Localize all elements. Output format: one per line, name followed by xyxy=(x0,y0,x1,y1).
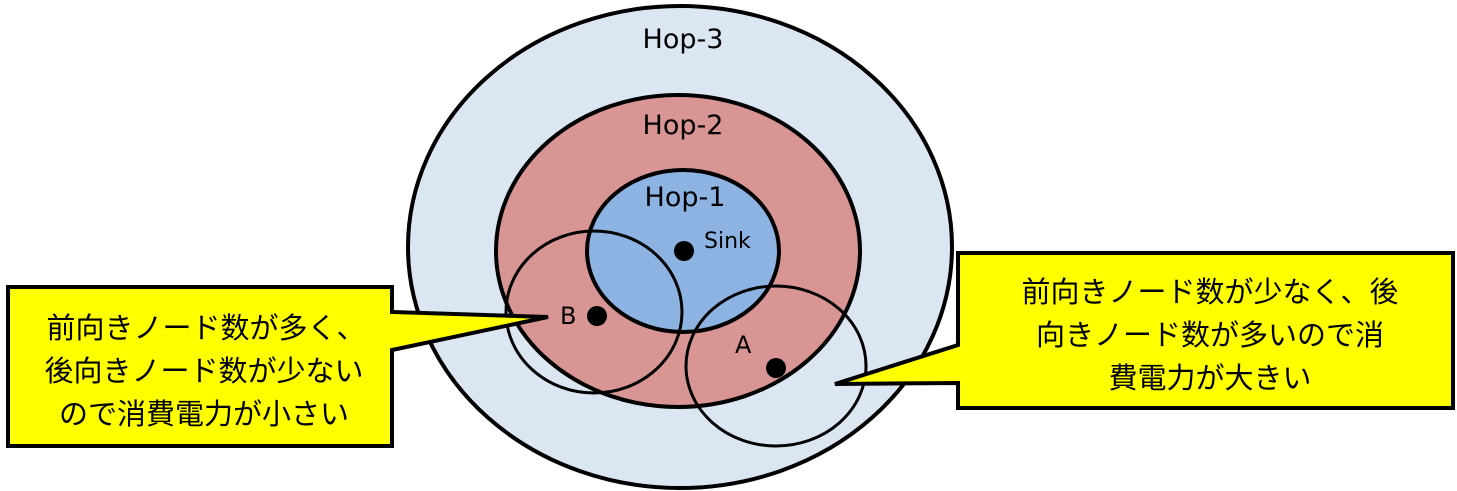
right-callout-line-2: 向きノード数が多いので消 xyxy=(1036,318,1384,352)
right-callout-line-1: 前向きノード数が少なく、後 xyxy=(1021,275,1398,309)
node-a xyxy=(766,358,786,378)
hop-2-label: Hop-2 xyxy=(643,110,724,141)
right-callout xyxy=(834,251,1455,410)
left-callout-line-1: 前向きノード数が多く、 xyxy=(46,311,365,345)
right-callout-line-3: 費電力が大きい xyxy=(1108,361,1311,395)
node-a-range xyxy=(684,284,868,448)
hop-1-label: Hop-1 xyxy=(645,182,726,213)
sink-label: Sink xyxy=(704,229,751,254)
left-callout xyxy=(6,285,549,448)
left-callout-line-2: 後向きノード数が少ない xyxy=(44,354,363,388)
sink-node xyxy=(674,241,694,261)
node-a-label: A xyxy=(735,331,752,359)
node-b-label: B xyxy=(560,302,576,330)
node-b-range xyxy=(504,229,684,395)
left-callout-line-3: ので消費電力が小さい xyxy=(59,397,349,431)
node-b xyxy=(587,306,607,326)
hop-3-label: Hop-3 xyxy=(643,24,724,55)
